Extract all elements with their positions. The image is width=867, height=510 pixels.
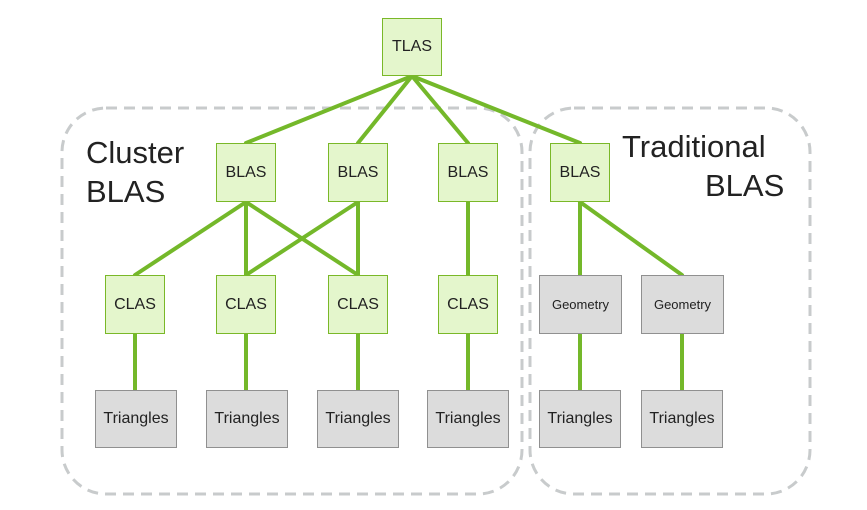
traditional-blas-title-line1: Traditional	[622, 129, 766, 164]
triangles-node-1: Triangles	[95, 390, 177, 448]
clas-node-2: CLAS	[216, 275, 276, 334]
cluster-blas-title-line2: BLAS	[86, 174, 166, 209]
cluster-blas-group	[60, 106, 524, 496]
edge-tlas-blas-4	[410, 74, 582, 145]
clas-node-1: CLAS	[105, 275, 165, 334]
geometry-node-1: Geometry	[539, 275, 622, 334]
blas-node-3: BLAS	[438, 143, 498, 202]
clas-node-4: CLAS	[438, 275, 498, 334]
blas-node-2: BLAS	[328, 143, 388, 202]
edge-blas4-geometry2	[578, 200, 684, 277]
clas-node-3: CLAS	[328, 275, 388, 334]
tlas-node: TLAS	[382, 18, 442, 76]
traditional-blas-title-line2: BLAS	[705, 168, 785, 203]
triangles-node-4: Triangles	[427, 390, 509, 448]
edge-blas2-clas2	[244, 200, 360, 277]
traditional-blas-group	[528, 106, 812, 496]
blas-node-4: BLAS	[550, 143, 610, 202]
edge-tlas-blas-3	[410, 74, 470, 145]
edge-tlas-blas-2	[356, 74, 414, 145]
edge-tlas-blas-1	[244, 74, 414, 145]
triangles-node-2: Triangles	[206, 390, 288, 448]
triangles-node-6: Triangles	[641, 390, 723, 448]
blas-node-1: BLAS	[216, 143, 276, 202]
triangles-node-3: Triangles	[317, 390, 399, 448]
triangles-node-5: Triangles	[539, 390, 621, 448]
edge-blas1-clas1	[133, 200, 248, 277]
cluster-blas-title-line1: Cluster	[86, 135, 185, 170]
geometry-node-2: Geometry	[641, 275, 724, 334]
